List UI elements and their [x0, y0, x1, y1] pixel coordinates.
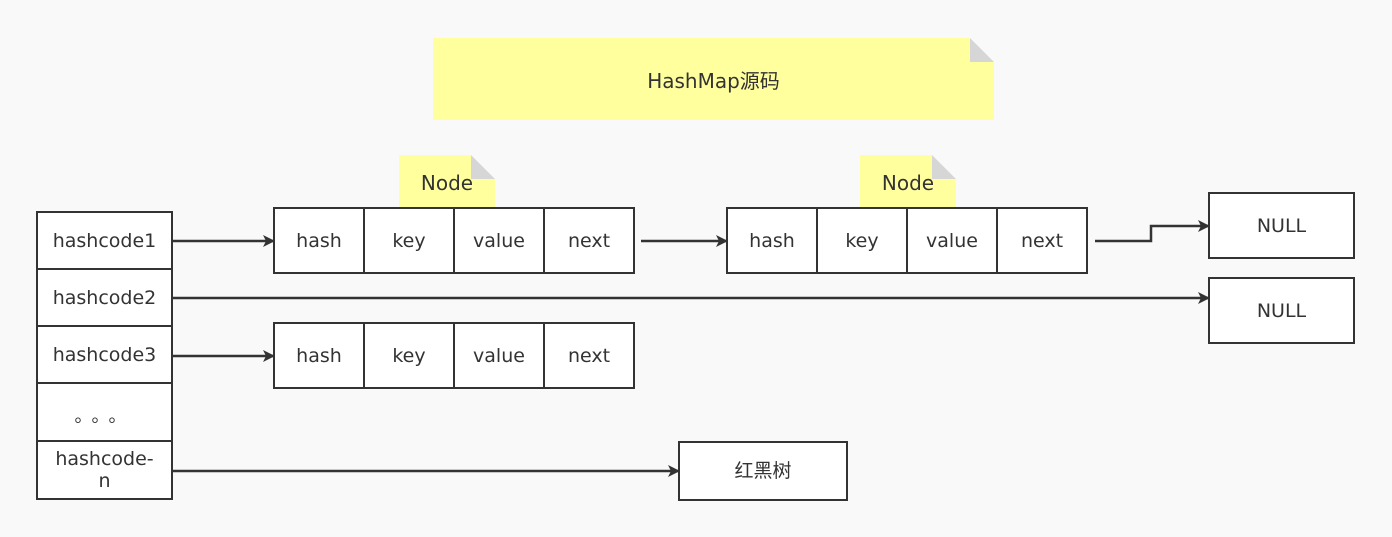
null-label: NULL: [1256, 214, 1307, 237]
note-fold-icon: [471, 155, 495, 179]
node-label-text: Node: [420, 171, 474, 195]
note-fold-icon: [932, 155, 956, 179]
hash-table-row-4: 。。。: [36, 382, 173, 442]
node-field-hash: hash: [273, 322, 365, 389]
node-label-2: Node: [860, 155, 956, 207]
node-field-hash: hash: [726, 207, 818, 274]
note-fold-icon: [970, 38, 994, 62]
node-field-key: key: [363, 207, 455, 274]
node-field-hash: hash: [273, 207, 365, 274]
node-label-text: Node: [881, 171, 935, 195]
title-note: HashMap源码: [433, 38, 994, 120]
tree-label: 红黑树: [734, 460, 792, 482]
hash-table-row-1: hashcode1: [36, 211, 173, 270]
node-field-next: next: [543, 322, 635, 389]
node-field-next: next: [996, 207, 1088, 274]
node-field-value: value: [453, 207, 545, 274]
node-field-value: value: [453, 322, 545, 389]
red-black-tree-box: 红黑树: [678, 441, 848, 501]
hash-table-row-2: hashcode2: [36, 268, 173, 327]
null-label: NULL: [1256, 299, 1307, 322]
row-label: hashcode2: [52, 286, 157, 309]
node-label-1: Node: [399, 155, 495, 207]
node-field-key: key: [363, 322, 455, 389]
null-box-2: NULL: [1208, 277, 1355, 344]
arrow-node2-next-to-null1: [1095, 220, 1210, 243]
ellipsis-label: 。。。: [74, 406, 135, 427]
row-label: hashcode3: [52, 343, 157, 366]
node-2: hash key value next: [726, 207, 1088, 274]
node-1: hash key value next: [273, 207, 635, 274]
hash-table-row-5: hashcode- n: [36, 440, 173, 500]
row-label: hashcode1: [52, 229, 157, 252]
node-3: hash key value next: [273, 322, 635, 389]
node-field-key: key: [816, 207, 908, 274]
title-text: HashMap源码: [647, 68, 780, 93]
node-field-value: value: [906, 207, 998, 274]
null-box-1: NULL: [1208, 192, 1355, 259]
row-label: hashcode- n: [55, 448, 154, 492]
hash-table: hashcode1 hashcode2 hashcode3 。。。 hashco…: [36, 211, 173, 500]
hash-table-row-3: hashcode3: [36, 325, 173, 384]
node-field-next: next: [543, 207, 635, 274]
